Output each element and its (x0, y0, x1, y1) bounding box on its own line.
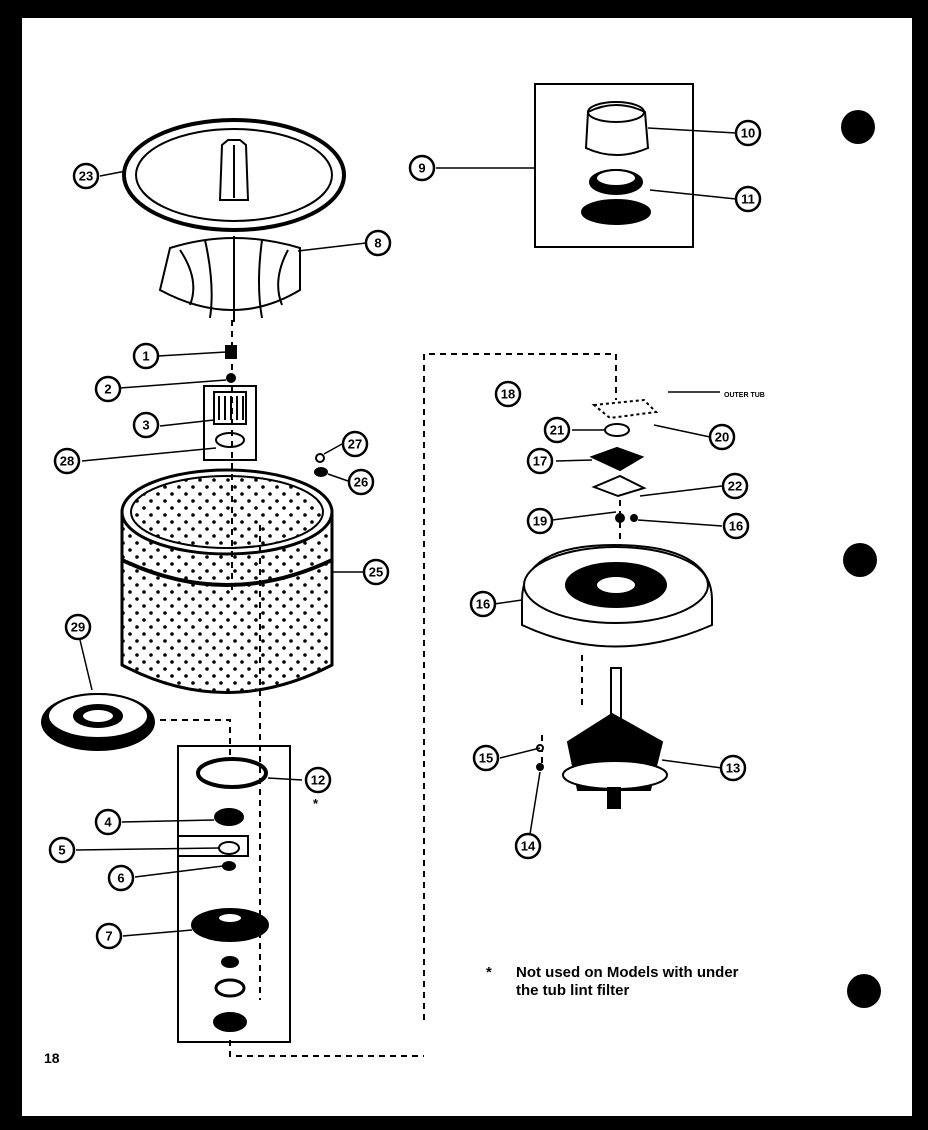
callout-circle-5 (48, 836, 76, 864)
callout-label-13: 13 (726, 761, 740, 776)
seal-kit (177, 745, 291, 1043)
callout-circle-29 (64, 613, 92, 641)
callout-label-17: 17 (533, 454, 547, 469)
callout-circle-7 (95, 922, 123, 950)
callout-circle-25 (362, 558, 390, 586)
callout-label-22: 22 (728, 479, 742, 494)
callout-circle-3 (132, 411, 160, 439)
callout-circle-8 (364, 229, 392, 257)
callout-circle-13 (719, 754, 747, 782)
callout-circle-23 (72, 162, 100, 190)
callout-circle-16 (722, 512, 750, 540)
callout-label-21: 21 (550, 423, 564, 438)
callout-label-9: 9 (418, 161, 425, 176)
callout-label-23: 23 (79, 169, 93, 184)
callout-circle-2 (94, 375, 122, 403)
callout-circle-27 (341, 430, 369, 458)
callout-label-1: 1 (142, 349, 149, 364)
callout-circle-9 (408, 154, 436, 182)
callout-label-6: 6 (117, 871, 124, 886)
callout-circle-12 (304, 766, 332, 794)
fastener-stack (203, 345, 328, 477)
callout-circle-19 (526, 507, 554, 535)
callout-circle-26 (347, 468, 375, 496)
callout-group: 1234567891011121314151616171819202122232… (48, 119, 762, 950)
outer-tub-label: OUTER TUB (724, 392, 765, 399)
callout-label-18: 18 (501, 387, 515, 402)
callout-circle-16 (469, 590, 497, 618)
drive-assembly (521, 398, 713, 809)
callout-label-14: 14 (521, 839, 536, 854)
callout-label-5: 5 (58, 843, 65, 858)
binder-hole-bottom (847, 974, 881, 1008)
footnote-asterisk: * (486, 964, 492, 981)
callout-circle-21 (543, 416, 571, 444)
callout-label-10: 10 (741, 126, 755, 141)
callout-label-4: 4 (104, 815, 112, 830)
callout-label-16: 16 (476, 597, 490, 612)
page-number: 18 (44, 1050, 60, 1066)
callout-label-25: 25 (369, 565, 383, 580)
part12-asterisk: * (313, 796, 319, 811)
callout-label-8: 8 (374, 236, 381, 251)
callout-label-11: 11 (741, 192, 755, 207)
callout-circle-18 (494, 380, 522, 408)
spin-basket (120, 468, 334, 694)
footnote-text: Not used on Models with under the tub li… (516, 964, 739, 999)
callout-label-12: 12 (311, 773, 325, 788)
callout-label-15: 15 (479, 751, 493, 766)
callout-label-20: 20 (715, 430, 729, 445)
callout-circle-22 (721, 472, 749, 500)
callout-label-29: 29 (71, 620, 85, 635)
callout-label-2: 2 (104, 382, 111, 397)
callout-circle-1 (132, 342, 160, 370)
callout-label-26: 26 (354, 475, 368, 490)
callout-circle-14 (514, 832, 542, 860)
callout-circle-4 (94, 808, 122, 836)
callout-circle-15 (472, 744, 500, 772)
leader-lines (75, 127, 737, 937)
binder-hole-top (841, 110, 875, 144)
callout-label-16: 16 (729, 519, 743, 534)
binder-hole-middle (843, 543, 877, 577)
callout-circle-10 (734, 119, 762, 147)
callout-circle-20 (708, 423, 736, 451)
callout-label-19: 19 (533, 514, 547, 529)
callout-circle-28 (53, 447, 81, 475)
lint-filter-ring (41, 693, 155, 751)
callout-label-3: 3 (142, 418, 149, 433)
callout-circle-11 (734, 185, 762, 213)
callout-label-28: 28 (60, 454, 74, 469)
callout-label-7: 7 (105, 929, 112, 944)
callout-circle-6 (107, 864, 135, 892)
fabric-softener-box (534, 83, 694, 248)
agitator-assembly (122, 118, 346, 322)
assembly-guide-lines (160, 320, 621, 1057)
callout-circle-17 (526, 447, 554, 475)
callout-label-27: 27 (348, 437, 362, 452)
